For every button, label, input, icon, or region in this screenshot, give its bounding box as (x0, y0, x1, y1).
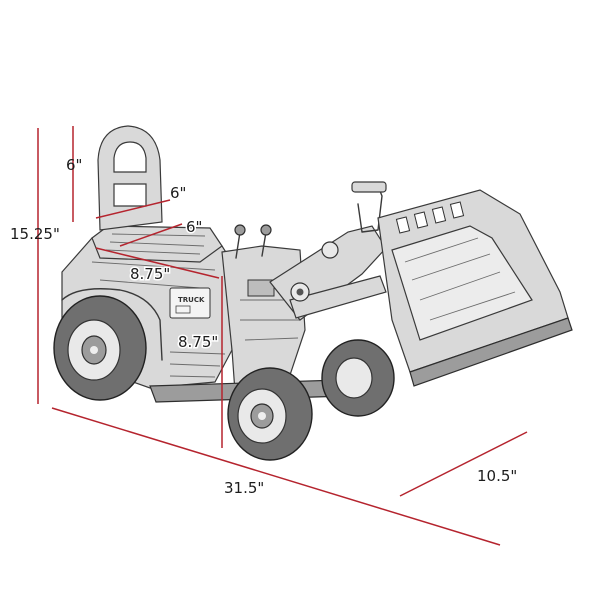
seat-width-line (95, 247, 220, 279)
joystick-left (235, 231, 241, 259)
rear-wheel (53, 295, 147, 401)
overall-width-label: 10.5" (477, 467, 517, 485)
overall-height-label: 15.25" (10, 225, 60, 243)
seat-height-label: 8.75" (178, 333, 218, 351)
arm-upper-joint (321, 241, 339, 259)
joystick-right (261, 231, 267, 257)
backrest-hole-top (113, 141, 147, 173)
arm-pivot-bolt (296, 288, 304, 296)
body-panel-lines (91, 261, 226, 378)
seat-depth-label: 6" (186, 218, 202, 236)
dimension-labels: 15.25" 6" 6" 6" 8.75" 8.75" 31.5" 10.5" (10, 156, 517, 497)
rear-fender (61, 288, 163, 361)
overall-width-line (399, 431, 528, 497)
ride-on-excavator-illustration: TRUCK (53, 125, 573, 461)
truck-badge: TRUCK (169, 287, 211, 319)
bucket-slots (395, 201, 465, 234)
overall-length-line (51, 407, 501, 546)
joystick-right-knob (260, 224, 272, 236)
bucket-hatching (404, 237, 516, 321)
bucket-lip (409, 317, 573, 387)
rear-right-wheel (321, 339, 395, 417)
front-wheel (227, 367, 313, 461)
lift-handle (355, 185, 383, 233)
backrest-hole-bottom (113, 183, 147, 207)
backrest-width-label: 6" (170, 184, 186, 202)
seat-depth-line (119, 223, 183, 247)
arm-cylinder (289, 275, 387, 319)
lift-handle-grip (351, 181, 387, 193)
overall-length-label: 31.5" (224, 479, 264, 497)
backrest-height-label: 6" (66, 156, 82, 174)
backrest-width-line (95, 199, 171, 219)
dimension-lines (37, 126, 528, 546)
joystick-left-knob (234, 224, 246, 236)
seat-width-label: 8.75" (130, 265, 170, 283)
seat-texture (105, 233, 206, 255)
truck-badge-label: TRUCK (178, 296, 205, 304)
